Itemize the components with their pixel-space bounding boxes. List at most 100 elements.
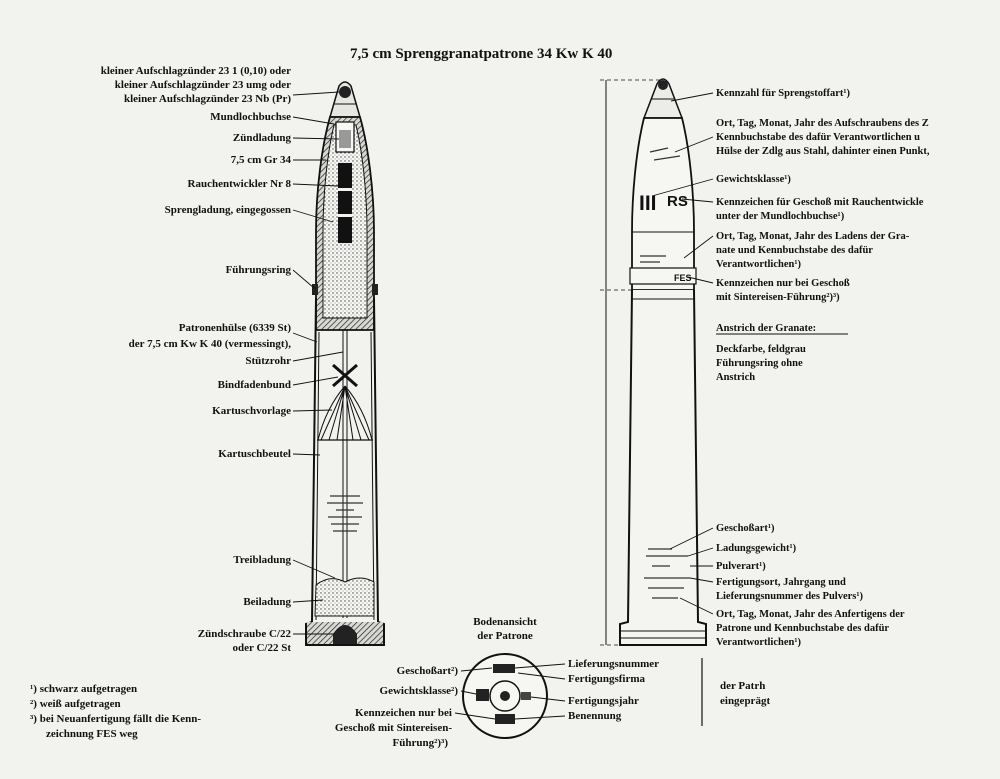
- fuze-cap: [339, 86, 351, 98]
- leader-line: [292, 137, 340, 140]
- label-rauchentwickler-mark-1: Kennzeichen für Geschoß mit Rauchentwick…: [716, 197, 924, 208]
- base-label-gewichtsklasse: Gewichtsklasse²): [380, 685, 459, 697]
- projectile-labels: Kennzahl für Sprengstoffart¹) Ort, Tag, …: [716, 88, 930, 303]
- leader-line: [292, 91, 340, 96]
- driving-band: [312, 284, 318, 295]
- leader-line: [292, 409, 333, 412]
- leader-line: [292, 269, 315, 289]
- leader-line: [651, 178, 714, 197]
- bag-stencil: [327, 495, 363, 532]
- label-rauchentwickler: Rauchentwickler Nr 8: [188, 178, 292, 190]
- label-fertigungsort-1: Fertigungsort, Jahrgang und: [716, 577, 846, 588]
- label-kartuschbeutel: Kartuschbeutel: [218, 448, 291, 460]
- footnote-3: ³) bei Neuanfertigung fällt die Kenn-: [30, 713, 201, 725]
- auxiliary-charge: [314, 577, 375, 617]
- fuze-cap: [658, 80, 668, 90]
- case-inner-wall: [315, 331, 375, 621]
- label-aufschrauben-3: Hülse der Zdlg aus Stahl, dahinter einen…: [716, 146, 930, 157]
- smoke-generator-band: [338, 214, 352, 217]
- label-pulverart: Pulverart¹): [716, 561, 766, 572]
- label-geschossart: Geschoßart¹): [716, 523, 775, 534]
- fes-marking: FES: [674, 273, 692, 283]
- leader-line: [292, 183, 339, 187]
- footnote-2: ²) weiß aufgetragen: [30, 698, 121, 710]
- label-fuehrungsring: Führungsring: [226, 264, 292, 276]
- label-anfertigen-2: Patrone und Kennbuchstabe des dafür: [716, 623, 889, 634]
- leader-line: [683, 235, 714, 259]
- drawing-title: 7,5 cm Sprenggranatpatrone 34 Kw K 40: [350, 46, 612, 62]
- footnotes: ¹) schwarz aufgetragen ²) weiß aufgetrag…: [30, 683, 201, 740]
- leader-line: [460, 690, 477, 695]
- case-stencil: [644, 548, 690, 599]
- base-stamp: [495, 714, 515, 724]
- base-stamp: [493, 664, 515, 673]
- label-stuetzrohr: Stützrohr: [245, 355, 291, 367]
- base-label-fertigungsfirma: Fertigungsfirma: [568, 673, 645, 685]
- leader-line: [689, 577, 714, 583]
- base-stamp: [476, 689, 489, 701]
- label-anfertigen-1: Ort, Tag, Monat, Jahr des Anfertigens de…: [716, 609, 905, 620]
- label-kartuschvorlage: Kartuschvorlage: [212, 405, 291, 417]
- base-view-title: der Patrone: [477, 630, 533, 642]
- label-sprengladung: Sprengladung, eingegossen: [165, 204, 291, 216]
- leader-line: [454, 712, 496, 720]
- leader-line: [530, 696, 566, 702]
- smoke-generator-band: [338, 188, 352, 191]
- label-fertigungsort-2: Lieferungsnummer des Pulvers¹): [716, 591, 864, 602]
- label-kennzahl: Kennzahl für Sprengstoffart¹): [716, 88, 851, 99]
- label-zuendschraube: Zündschraube C/22: [198, 628, 292, 640]
- projectile-stencil: [640, 147, 681, 263]
- footnote-1: ¹) schwarz aufgetragen: [30, 683, 137, 695]
- label-gewichtsklasse: Gewichtsklasse¹): [716, 174, 791, 185]
- leader-line: [687, 547, 714, 557]
- primer-screw: [333, 625, 357, 644]
- leader-line: [292, 116, 335, 125]
- label-treibladung: Treibladung: [233, 554, 291, 566]
- base-stamp: [521, 692, 531, 700]
- primer-ring: [489, 680, 521, 712]
- driving-band: [372, 284, 378, 295]
- label-laden-3: Verantwortlichen¹): [716, 259, 801, 270]
- leader-line: [292, 376, 339, 386]
- leader-line: [514, 715, 566, 720]
- cutaway-leader-lines: [292, 91, 344, 635]
- leader-line: [292, 559, 336, 579]
- label-ladungsgewicht: Ladungsgewicht¹): [716, 543, 797, 554]
- label-aufschrauben-2: Kennbuchstabe des dafür Verantwortlichen…: [716, 132, 920, 143]
- smoke-marking: RS: [667, 193, 688, 210]
- label-patronenhuelse-2: der 7,5 cm Kw K 40 (vermessingt),: [129, 338, 292, 350]
- paint-heading: Anstrich der Granate:: [716, 323, 816, 334]
- label-aufschrauben-1: Ort, Tag, Monat, Jahr des Aufschraubens …: [716, 118, 929, 129]
- label-fuze-option-1: kleiner Aufschlagzünder 23 1 (0,10) oder: [101, 65, 291, 77]
- paint-line: Anstrich: [716, 372, 755, 383]
- label-fuze-option-2: kleiner Aufschlagzünder 23 umg oder: [115, 79, 291, 91]
- label-sintereisen-2: mit Sintereisen-Führung²)³): [716, 292, 840, 303]
- paint-line: Deckfarbe, feldgrau: [716, 344, 806, 355]
- casing-labels: Geschoßart¹) Ladungsgewicht¹) Pulverart¹…: [716, 523, 905, 648]
- cutaway-labels: kleiner Aufschlagzünder 23 1 (0,10) oder…: [101, 65, 292, 654]
- label-patronenhuelse: Patronenhülse (6339 St): [179, 322, 292, 334]
- label-beiladung: Beiladung: [243, 596, 291, 608]
- driving-band: [629, 267, 697, 285]
- leader-line: [517, 672, 566, 680]
- label-sintereisen-1: Kennzeichen nur bei Geschoß: [716, 278, 850, 289]
- fuze: [329, 81, 361, 118]
- stamped-note: der Patrh: [720, 680, 765, 692]
- base-label-kennzeichen-2: Geschoß mit Sintereisen-: [335, 722, 452, 734]
- base-view-title: Bodenansicht: [473, 616, 537, 628]
- weight-class-marking: III: [639, 192, 657, 215]
- leader-line: [292, 209, 334, 223]
- stamped-note: eingeprägt: [720, 695, 770, 707]
- leader-line: [679, 597, 714, 615]
- base-label-lieferungsnummer: Lieferungsnummer: [568, 658, 659, 670]
- base-label-geschossart: Geschoßart²): [397, 665, 459, 677]
- leader-line: [460, 667, 493, 672]
- cartridge-case: [619, 289, 707, 646]
- leader-line: [514, 663, 566, 669]
- base-label-benennung: Benennung: [568, 710, 622, 722]
- label-zuendschraube-2: oder C/22 St: [233, 642, 292, 654]
- label-projectile: 7,5 cm Gr 34: [231, 154, 292, 166]
- leader-line: [674, 136, 714, 153]
- string-tie: [332, 363, 358, 388]
